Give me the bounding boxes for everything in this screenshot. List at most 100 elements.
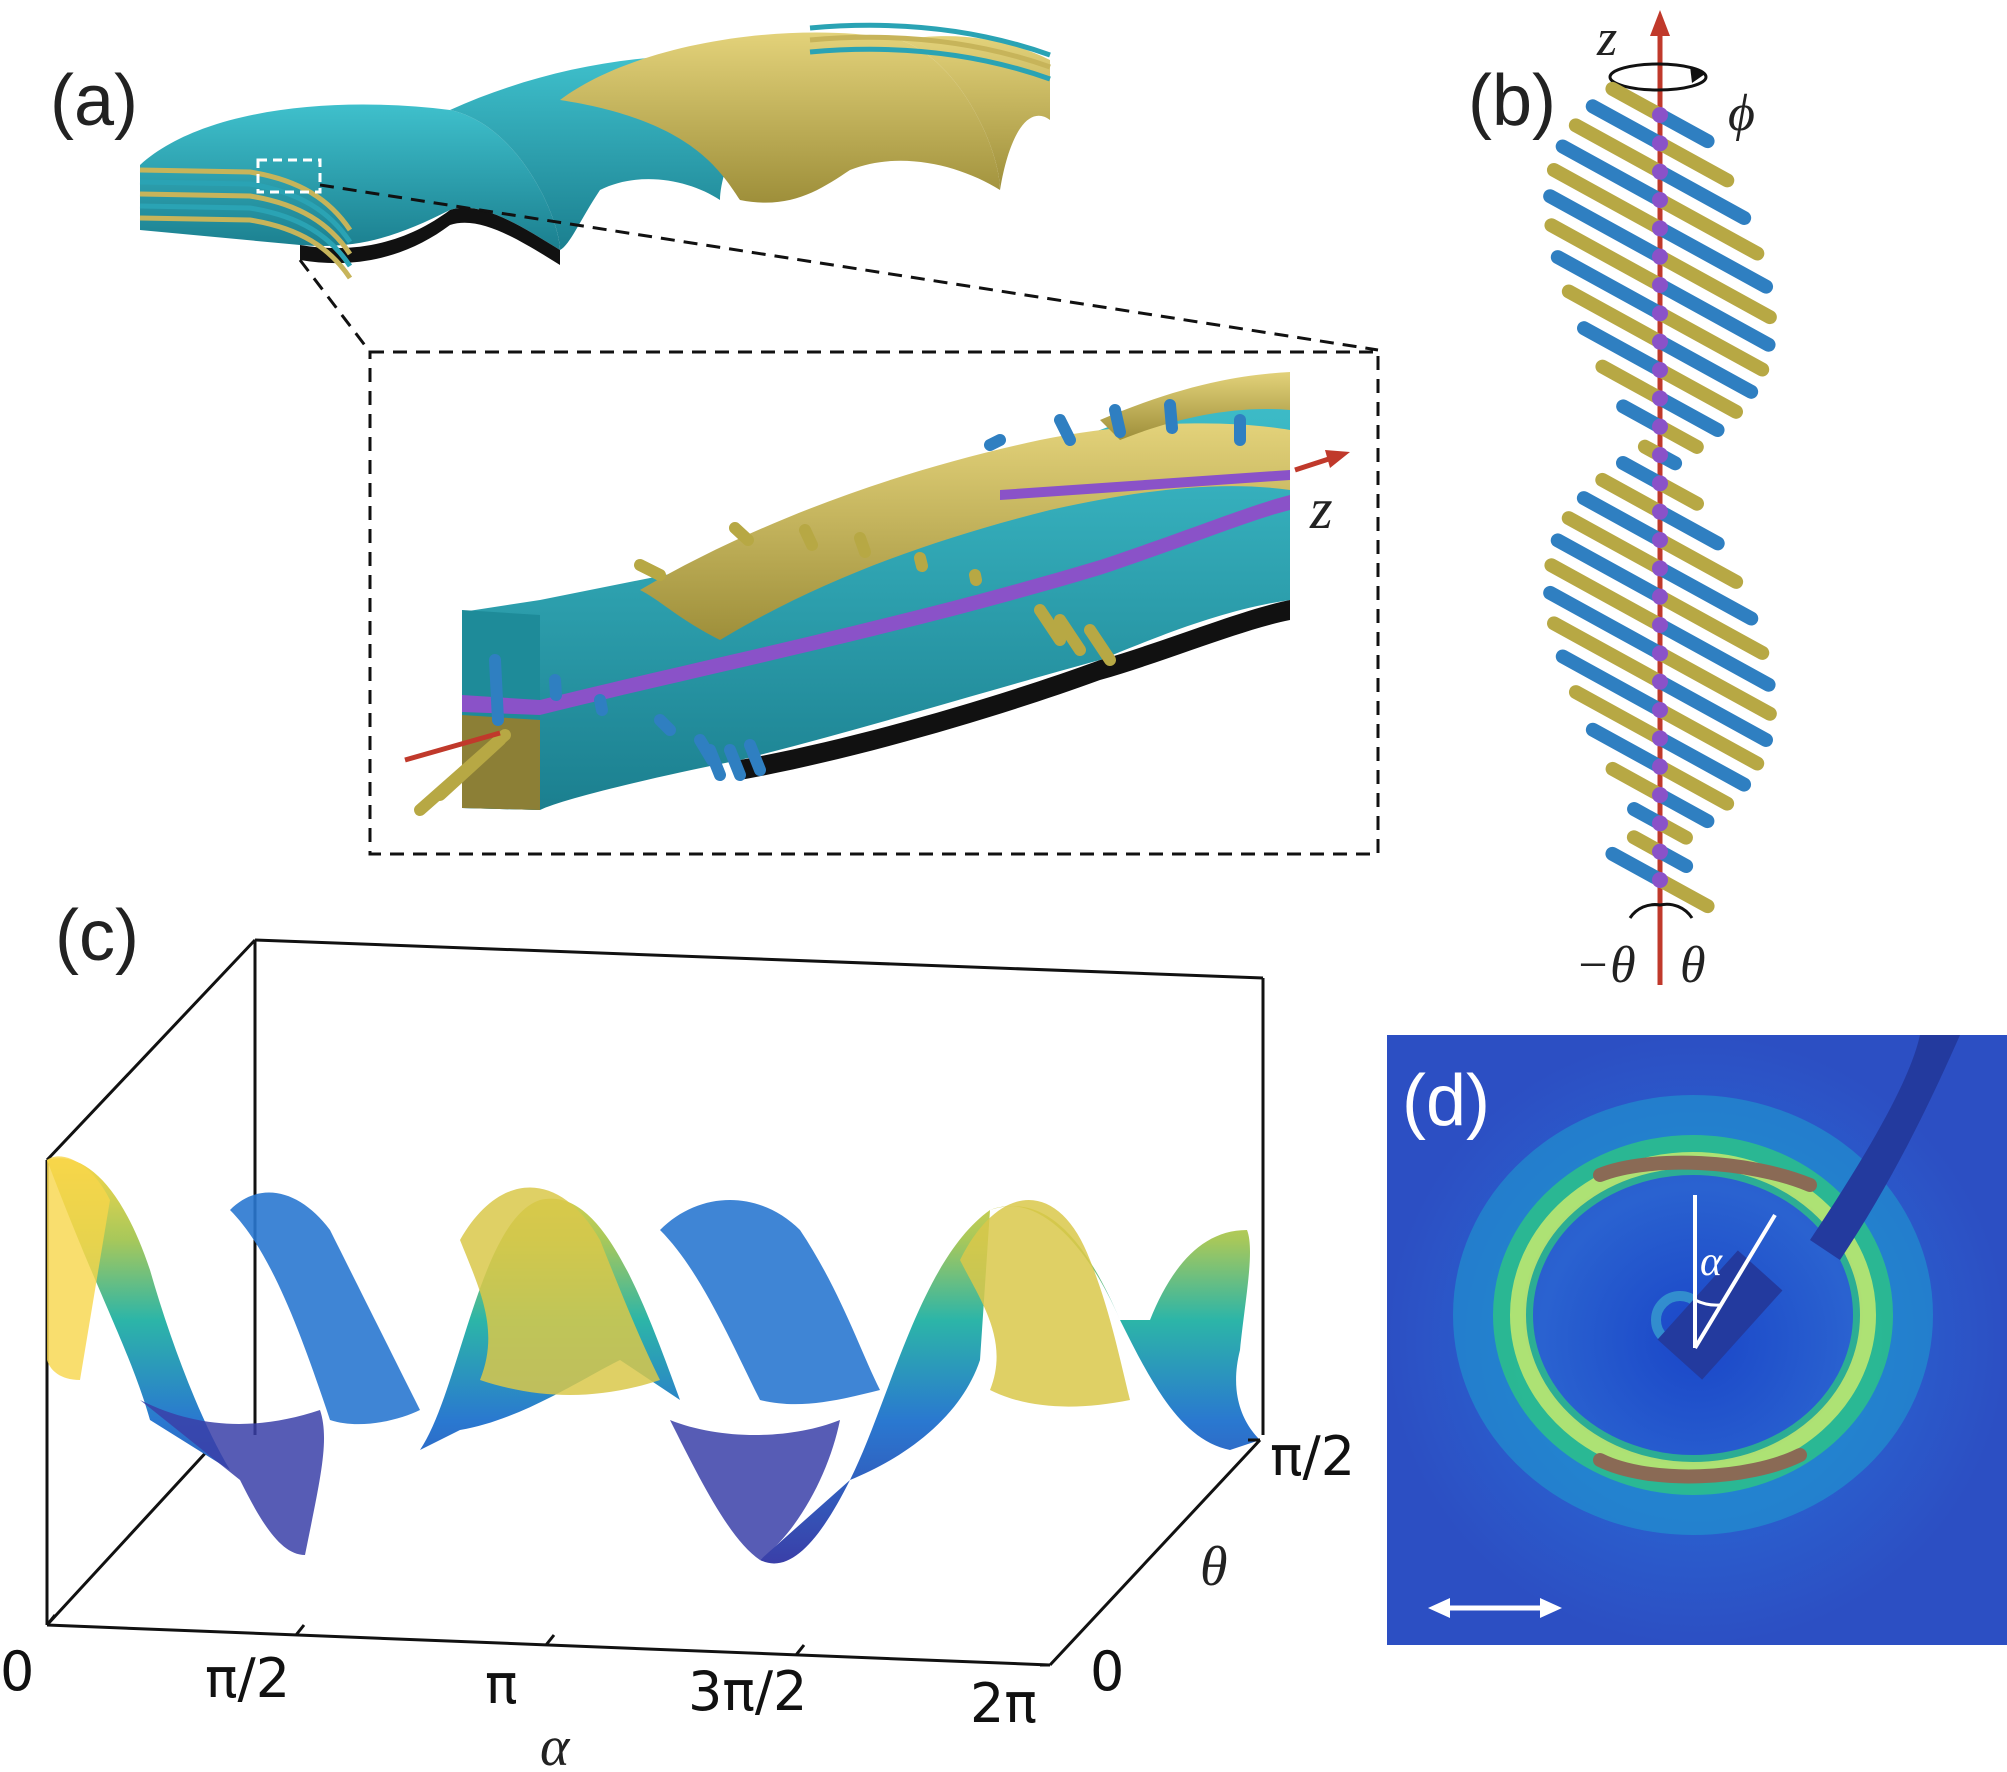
rotation-arrow-icon [1608, 62, 1708, 92]
panel-a: (a) [50, 22, 1380, 856]
helix-rod [1568, 685, 1667, 746]
inset-axis-left [404, 730, 501, 763]
alpha-arc [1694, 1298, 1721, 1307]
helix-rod [1547, 616, 1667, 689]
panel-c-label: (c) [55, 896, 139, 976]
inset-ribbon [462, 372, 1290, 810]
helix-rod [1595, 359, 1667, 406]
helix-rod [1653, 533, 1744, 589]
helix-rod [1543, 585, 1667, 661]
theta-label: θ [1680, 937, 1706, 994]
phi-label: ϕ [1728, 85, 1755, 142]
helix-node [1652, 192, 1668, 208]
inset-frame [368, 350, 1380, 856]
helix-node [1652, 163, 1668, 180]
helix-rod [1550, 250, 1667, 321]
zoom-line-left [298, 259, 372, 353]
helix-rod [1653, 873, 1715, 914]
helix-node [1652, 758, 1668, 775]
helix-rods [1543, 81, 1777, 914]
helix-rod [1653, 164, 1752, 225]
helix-rod [1544, 558, 1667, 632]
helix-rod [1576, 491, 1667, 547]
helix-rod [1555, 649, 1667, 717]
inset-rods [414, 399, 1246, 816]
helix-node [1652, 787, 1668, 803]
helix-node [1652, 872, 1668, 888]
x-tick: 0 [0, 1640, 34, 1703]
helix-rod [1605, 761, 1667, 802]
helix-node [1652, 277, 1668, 293]
helix-node [1652, 390, 1668, 407]
panel-b-label: (b) [1468, 61, 1556, 141]
helix-node [1652, 645, 1668, 662]
helix-rod [1577, 321, 1667, 377]
helix-rod [1546, 163, 1667, 236]
helix-node [1652, 107, 1668, 123]
helix-rod [1605, 81, 1667, 122]
helix-node [1652, 532, 1668, 548]
helix-rod [1605, 846, 1667, 887]
z-arrowhead-icon [1325, 450, 1350, 468]
helix-rod [1585, 722, 1667, 774]
beam-stop [1657, 1250, 1783, 1380]
x-tick: 2π [970, 1672, 1037, 1735]
y-tick: 0 [1090, 1640, 1124, 1703]
y-axis-ticks: 0 π/2 [1090, 1425, 1355, 1703]
helix-rod [1653, 221, 1774, 294]
helix-node [1652, 305, 1668, 322]
helix-rod [1653, 646, 1777, 721]
helix-rod [1653, 136, 1735, 188]
tick-marks [45, 1438, 1260, 1667]
y-axis-label: θ [1200, 1536, 1228, 1598]
beam-stop-arm [1810, 1035, 1960, 1260]
surface-plot [47, 1156, 1260, 1564]
helix-rod [1561, 511, 1667, 576]
helix-rod [1585, 99, 1667, 151]
ribbon-stack-top [139, 22, 1051, 280]
angle-line [1693, 1213, 1777, 1350]
x-axis-label: α [540, 1716, 571, 1772]
helix-rod [1653, 561, 1759, 626]
x-tick: 3π/2 [688, 1660, 807, 1723]
panel-b-axis-label: z [1596, 10, 1617, 67]
helix-rod [1595, 472, 1667, 519]
helix-rod [1653, 703, 1765, 771]
helix-rod [1550, 533, 1667, 604]
x-axis-ticks: 0 π/2 π 3π/2 2π [0, 1640, 1037, 1735]
plot-box [45, 938, 1265, 1667]
helix-rod [1561, 284, 1667, 349]
x-tick: π [485, 1653, 518, 1716]
helix-rod [1653, 334, 1759, 399]
helix-rod [1653, 788, 1715, 829]
helix-rod [1653, 504, 1725, 551]
helix-rod [1653, 589, 1770, 660]
helix-rod [1544, 218, 1667, 292]
helix-node [1652, 475, 1668, 492]
helix-node [1652, 248, 1668, 265]
helix-rod [1653, 759, 1735, 811]
helix-rod [1653, 363, 1743, 419]
helix-rod [1653, 674, 1773, 747]
helix-node [1652, 362, 1668, 378]
y-tick: π/2 [1270, 1425, 1355, 1488]
panel-c: (c) [0, 896, 1355, 1772]
helix-rod [1653, 278, 1776, 352]
neg-theta-label: −θ [1575, 937, 1636, 994]
helix-node [1652, 617, 1668, 633]
alpha-label: α [1700, 1239, 1723, 1285]
helix-node [1652, 220, 1668, 237]
helix-rod [1653, 193, 1765, 261]
helix-node [1652, 730, 1668, 747]
helix-rod [1653, 731, 1752, 792]
helix-rod [1568, 118, 1667, 179]
helix-rod [1555, 139, 1667, 207]
helix-node [1652, 560, 1668, 577]
helix-node [1652, 588, 1668, 605]
helix-node [1652, 503, 1668, 520]
panel-d-label: (d) [1402, 1061, 1490, 1141]
x-tick: π/2 [205, 1647, 290, 1710]
helix-rod [1653, 249, 1777, 325]
helix-node [1652, 843, 1668, 860]
helix-node [1652, 673, 1668, 690]
